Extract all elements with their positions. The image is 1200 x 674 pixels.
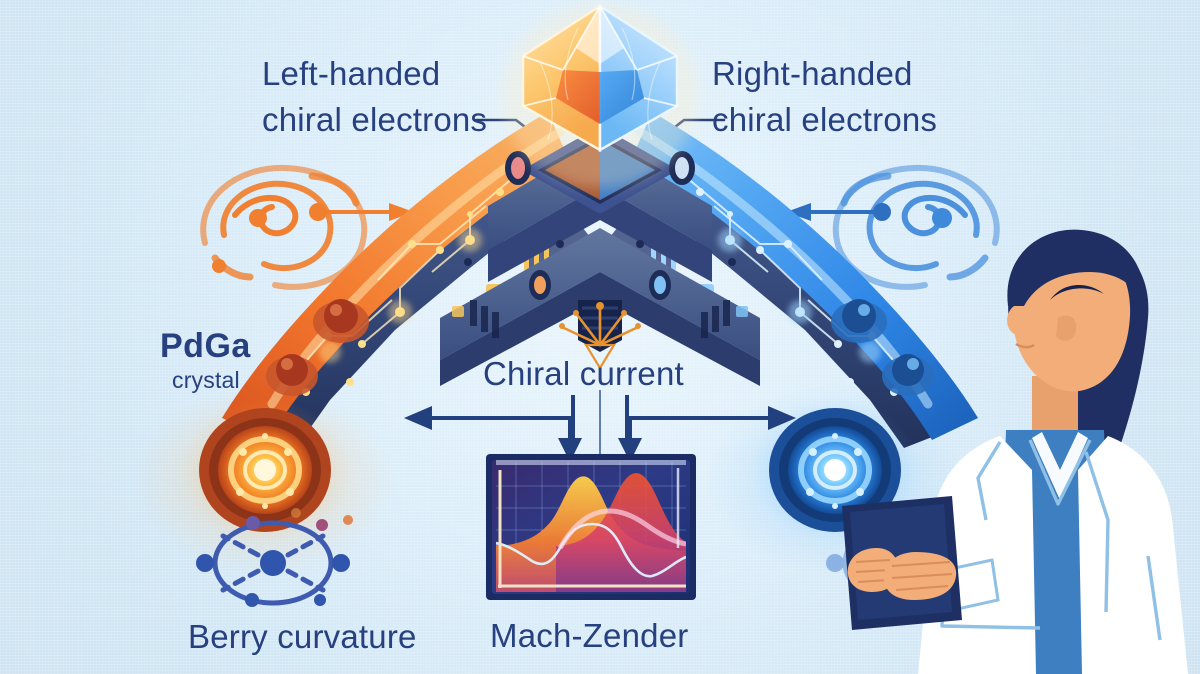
label-right-handed-line2: chiral electrons — [712, 101, 938, 138]
label-berry-curvature: Berry curvature — [188, 618, 417, 655]
blue-spiral-vortex-icon — [832, 164, 1000, 290]
label-mach-zender: Mach-Zender — [490, 617, 689, 654]
crystal-gem-icon — [502, 3, 698, 188]
chart-series-right-peak — [556, 473, 686, 592]
label-left-handed-line2: chiral electrons — [262, 101, 488, 138]
blue-glowing-lens-icon — [751, 398, 919, 542]
right-arm-emitters — [831, 299, 934, 396]
orange-spiral-vortex-icon — [200, 164, 368, 290]
junction-indicator-lights — [505, 151, 695, 300]
mach-zender-chart-panel — [486, 454, 696, 600]
label-left-handed-line1: Left-handed — [262, 55, 441, 92]
label-pdga-crystal-sub: crystal — [172, 367, 240, 393]
label-chiral-current: Chiral current — [483, 355, 684, 392]
arrow-right-inbound — [786, 203, 891, 221]
label-right-handed-line1: Right-handed — [712, 55, 913, 92]
arrow-left-inbound — [309, 203, 414, 221]
left-arm-emitters — [266, 299, 369, 396]
label-pdga-crystal-name: PdGa — [160, 327, 251, 365]
berry-curvature-monopole-icon — [196, 508, 353, 607]
orange-sparkle-burst-icon — [559, 302, 641, 371]
scientist-with-tablet-illustration — [842, 229, 1188, 674]
orange-glowing-lens-icon — [181, 398, 349, 542]
chiral-current-arrowheads — [404, 406, 796, 462]
